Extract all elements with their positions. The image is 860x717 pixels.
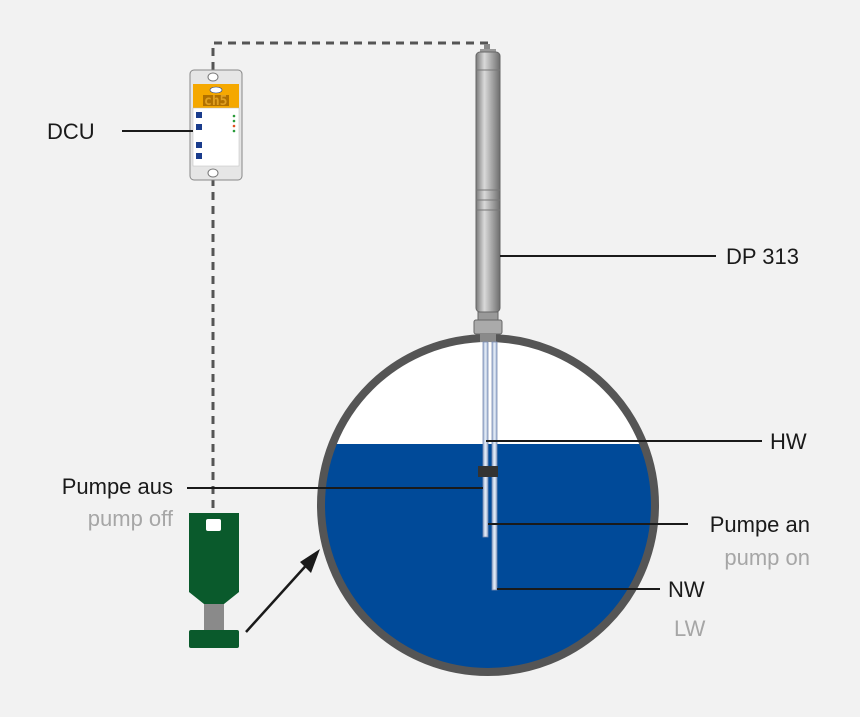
label-dcu: DCU xyxy=(47,119,95,144)
label-lw-de: NW xyxy=(668,577,705,602)
signal-cable-top xyxy=(211,41,490,70)
probe-icon xyxy=(473,44,503,591)
water-fill xyxy=(321,444,655,672)
label-pump-off-en: pump off xyxy=(88,506,174,531)
label-lw-en: LW xyxy=(674,616,706,641)
label-pump-on: Pumpe an xyxy=(710,512,810,537)
label-pump-off: Pumpe aus xyxy=(62,474,173,499)
flow-arrow xyxy=(245,549,320,633)
label-pump-on-en: pump on xyxy=(724,545,810,570)
label-hw: HW xyxy=(770,429,807,454)
float-switch-icon xyxy=(189,513,239,648)
dcu-controller-icon: ch5 xyxy=(189,69,243,181)
tank xyxy=(317,334,659,676)
label-probe: DP 313 xyxy=(726,244,799,269)
dcu-display: ch5 xyxy=(204,94,227,109)
